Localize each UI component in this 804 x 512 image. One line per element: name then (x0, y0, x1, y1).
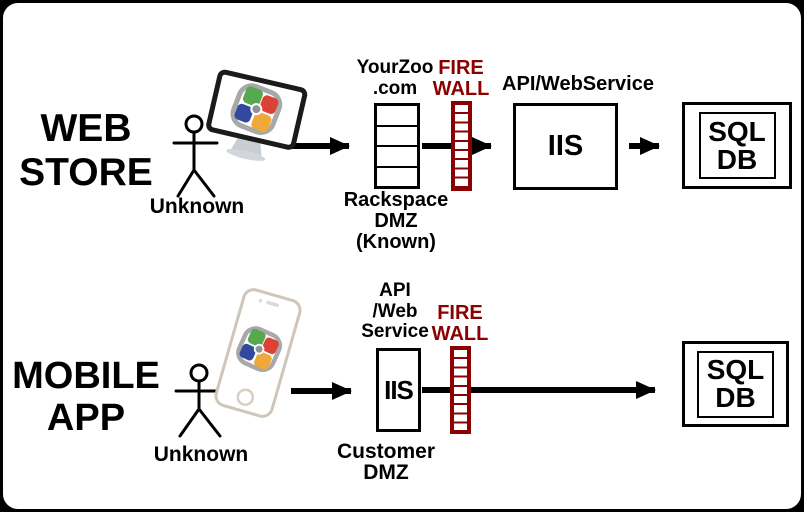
firewall-label-mobile-line2: WALL (431, 322, 489, 345)
firewall-label-web-line2: WALL (432, 77, 490, 100)
mobile-app-title: MOBILE APP (6, 355, 166, 439)
sql-db-label-mobile-line2: DB (715, 382, 756, 413)
firewall-label-mobile-line1: FIRE (437, 302, 483, 324)
api-webservice-caption: API/WebService (502, 73, 654, 95)
customer-dmz-caption-line2: DMZ (363, 461, 409, 484)
web-store-title-line2: STORE (19, 151, 153, 194)
smartphone-icon (214, 288, 302, 418)
sql-db-inner-box-mobile: SQL DB (697, 350, 774, 418)
iis-box-mobile: IIS (376, 348, 421, 432)
sql-db-label-mobile-line1: SQL (706, 354, 765, 385)
yourzoo-server-label-line2: .com (372, 78, 418, 99)
server-stack-cell (377, 127, 417, 147)
firewall-wall-mobile (450, 346, 471, 434)
api-web-service-caption-line1: API (379, 280, 411, 301)
mobile-app-title-line1: MOBILE (12, 355, 160, 397)
monitor-icon (206, 69, 308, 161)
yourzoo-server-label: YourZoo .com (345, 57, 445, 99)
api-web-service-caption-line2: /Web (372, 300, 418, 322)
customer-dmz-caption: Customer DMZ (330, 441, 442, 483)
yourzoo-server-label-line1: YourZoo (356, 57, 434, 78)
iis-box-web: IIS (513, 103, 618, 190)
mobile-user-actor-icon (174, 363, 224, 438)
rackspace-dmz-caption-line2: DMZ (374, 210, 418, 232)
web-store-title: WEB STORE (6, 107, 166, 195)
web-user-actor-icon (172, 114, 219, 198)
api-web-service-caption: API /Web Service (345, 280, 445, 343)
yourzoo-server-stack (374, 103, 420, 189)
rackspace-dmz-caption-line1: Rackspace (343, 189, 449, 211)
api-web-service-caption-line3: Service (361, 321, 429, 342)
server-stack-cell (377, 147, 417, 168)
sql-db-label-web-line2: DB (716, 143, 758, 175)
sql-db-label-web-line1: SQL (708, 115, 766, 147)
mobile-app-title-line2: APP (46, 397, 126, 439)
firewall-wall-web (451, 101, 472, 191)
diagram-connectors-layer (172, 69, 660, 438)
iis-label-mobile: IIS (384, 374, 414, 405)
mobile-actor-label: Unknown (153, 443, 249, 466)
iis-label-web: IIS (547, 130, 584, 162)
web-store-title-line1: WEB (40, 107, 132, 150)
firewall-label-web-line1: FIRE (438, 57, 484, 79)
firewall-label-mobile: FIRE WALL (424, 303, 496, 344)
server-stack-cell (377, 106, 417, 127)
sql-db-inner-box-web: SQL DB (698, 112, 776, 179)
web-actor-label: Unknown (149, 195, 245, 218)
rackspace-dmz-caption: Rackspace DMZ (Known) (337, 190, 455, 253)
server-stack-cell (377, 168, 417, 187)
customer-dmz-caption-line1: Customer (336, 440, 436, 463)
rackspace-dmz-caption-line3: (Known) (356, 231, 436, 253)
firewall-label-web: FIRE WALL (425, 58, 497, 99)
sql-db-box-web: SQL DB (682, 102, 792, 189)
sql-db-box-mobile: SQL DB (682, 341, 789, 427)
